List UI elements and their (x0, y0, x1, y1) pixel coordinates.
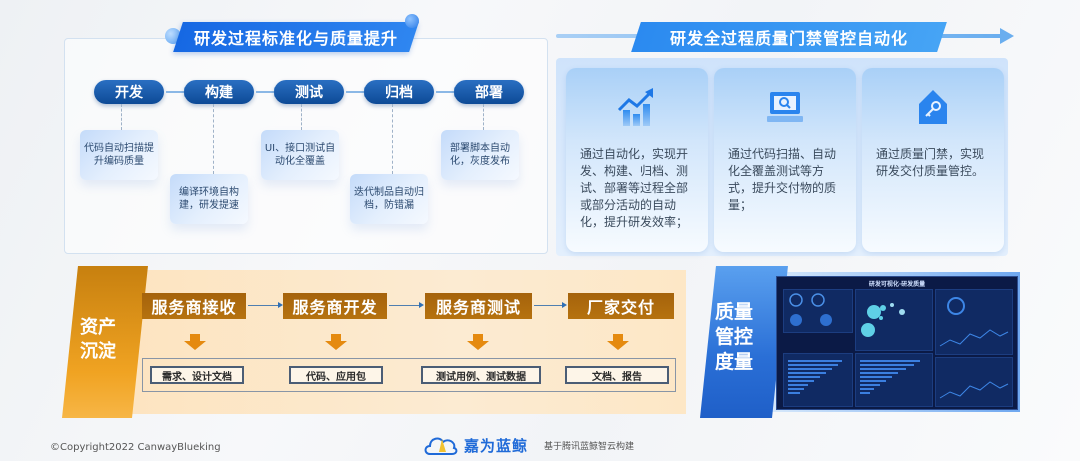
dashboard-bar-chart (783, 353, 853, 407)
stage-vendor-develop: 服务商开发 (283, 293, 387, 319)
dashboard-bar-chart (855, 353, 933, 407)
card-automation: 通过自动化，实现开发、构建、归档、测试、部署等过程全部或部分活动的自动化，提升研… (566, 68, 708, 252)
asset-output: 文档、报告 (565, 366, 669, 384)
arrow-right-icon (1000, 28, 1014, 44)
card-text: 通过代码扫描、自动化全覆盖测试等方式，提升交付物的质量； (728, 147, 837, 212)
flow-arrow (534, 302, 567, 308)
dashboard-title: 研发可视化·研发质量 (868, 281, 926, 288)
connector-line (392, 104, 393, 174)
asset-accumulation-label: 资产 沉淀 (80, 317, 116, 362)
asset-output: 测试用例、测试数据 (421, 366, 541, 384)
quality-gate-key-icon (919, 90, 947, 124)
note-archive: 迭代制品自动归档，防错漏 (350, 174, 428, 224)
quality-gate-title: 研发全过程质量门禁管控自动化 (631, 22, 947, 52)
flow-arrow (256, 87, 280, 97)
connector-line (483, 104, 484, 130)
bubble-chart-graphic (861, 303, 905, 337)
step-deploy: 部署 (454, 80, 524, 104)
step-test: 测试 (274, 80, 344, 104)
note-develop: 代码自动扫描提升编码质量 (80, 130, 158, 180)
quality-metrics-label: 质量 管控 度量 (714, 301, 753, 373)
note-deploy: 部署脚本自动化，灰度发布 (441, 130, 519, 180)
bar-chart-graphic (860, 360, 920, 394)
copyright-text: ©Copyright2022 CanwayBlueking (50, 442, 221, 453)
flow-arrow (248, 302, 283, 308)
bar-chart-graphic (788, 360, 842, 394)
trend-chart-icon (617, 88, 653, 126)
stage-vendor-delivery: 厂家交付 (568, 293, 674, 319)
brand-tagline: 基于腾讯蓝鲸智云构建 (544, 441, 635, 452)
down-arrow-icon (184, 334, 206, 350)
kpi-rings-icon (789, 293, 832, 326)
asset-output-frame (142, 358, 676, 392)
connector-line (121, 104, 122, 130)
down-arrow-icon (325, 334, 347, 350)
connector-line (301, 104, 302, 130)
connector-line (213, 104, 214, 174)
dashboard-line-chart (935, 357, 1013, 407)
dashboard-kpi-panel (783, 289, 853, 333)
stage-vendor-receive: 服务商接收 (142, 293, 246, 319)
dashboard-bubble-chart (855, 289, 933, 351)
flow-arrow (166, 87, 190, 97)
step-build: 构建 (184, 80, 254, 104)
code-scan-monitor-icon (767, 92, 803, 122)
brand-logo: 嘉为蓝鲸 基于腾讯蓝鲸智云构建 (424, 434, 634, 456)
card-code-scan: 通过代码扫描、自动化全覆盖测试等方式，提升交付物的质量； (714, 68, 856, 252)
step-archive: 归档 (364, 80, 434, 104)
asset-output: 代码、应用包 (289, 366, 383, 384)
flow-arrow (389, 302, 424, 308)
step-develop: 开发 (94, 80, 164, 104)
trend-line-graphic (939, 297, 1009, 347)
brand-name: 嘉为蓝鲸 (464, 436, 529, 455)
down-arrow-icon (467, 334, 489, 350)
note-build: 编译环境自构建，研发提速 (170, 174, 248, 224)
line-chart-graphic (939, 381, 1009, 399)
quality-dashboard-screenshot: 研发可视化·研发质量 (776, 276, 1018, 410)
cloud-sail-logo-icon (424, 437, 458, 455)
down-arrow-icon (607, 334, 629, 350)
card-text: 通过自动化，实现开发、构建、归档、测试、部署等过程全部或部分活动的自动化，提升研… (580, 147, 689, 229)
process-standardization-title: 研发过程标准化与质量提升 (173, 22, 419, 52)
stage-vendor-test: 服务商测试 (425, 293, 532, 319)
card-text: 通过质量门禁，实现研发交付质量管控。 (876, 147, 985, 178)
flow-arrow (346, 87, 370, 97)
flow-arrow (436, 87, 460, 97)
dashboard-trend-panel (935, 289, 1013, 355)
note-test: UI、接口测试自动化全覆盖 (261, 130, 339, 180)
asset-output: 需求、设计文档 (150, 366, 244, 384)
card-quality-gate: 通过质量门禁，实现研发交付质量管控。 (862, 68, 1004, 252)
decorative-dot (405, 14, 419, 28)
